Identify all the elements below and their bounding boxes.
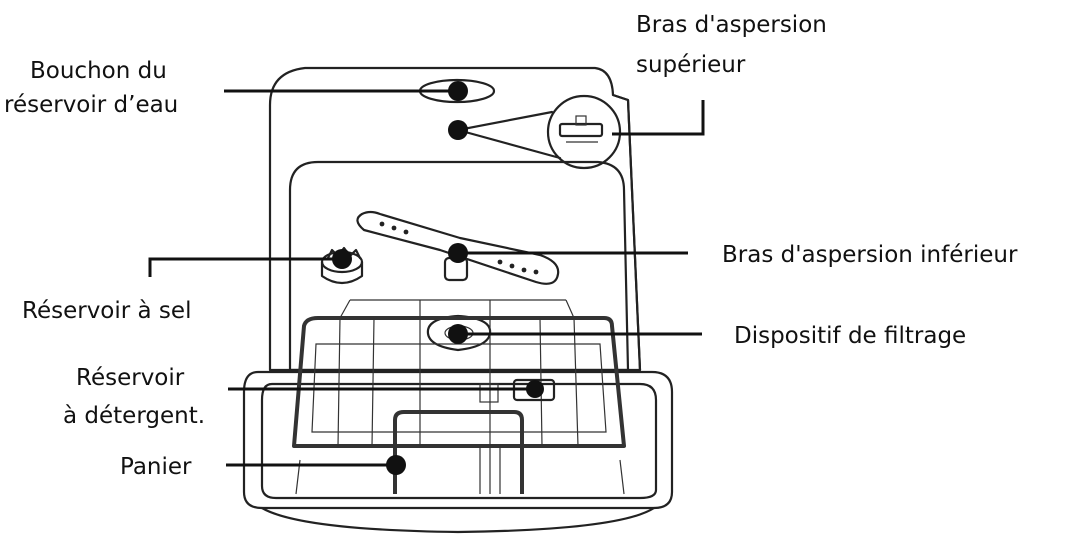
- callout-salt-reservoir: Réservoir à sel: [22, 249, 352, 324]
- label-basket: Panier: [120, 454, 192, 480]
- leader-line-salt-reservoir: [148, 257, 342, 277]
- dishwasher-door-inner: [260, 382, 658, 500]
- marker-upper-spray-arm: [448, 120, 468, 140]
- marker-salt-reservoir: [332, 249, 352, 269]
- label-salt-reservoir: Réservoir à sel: [22, 298, 191, 324]
- lower-spray-arm-holes: [379, 221, 539, 275]
- dishwasher-door: [242, 370, 674, 510]
- leader-line-upper-spray-arm: [612, 100, 705, 136]
- upper-spray-arm-hub: [575, 115, 587, 126]
- label-water-tank-cap-line2: réservoir d’eau: [4, 92, 178, 118]
- dishwasher-illustration: [242, 66, 674, 534]
- label-lower-spray-arm: Bras d'aspersion inférieur: [722, 242, 1018, 268]
- upper-spray-arm-zoom-line-b: [456, 128, 562, 160]
- dishwasher-base-curve: [260, 506, 656, 534]
- label-upper-spray-arm-line1: Bras d'aspersion: [636, 12, 827, 38]
- basket-tines: [295, 299, 625, 495]
- marker-detergent-reservoir: [526, 380, 544, 398]
- basket-upper-rack: [292, 316, 626, 448]
- marker-basket: [386, 455, 406, 475]
- marker-filter: [448, 324, 468, 344]
- lower-spray-arm-shape: [356, 210, 560, 285]
- basket-inner-rack: [311, 343, 607, 433]
- detergent-slot: [479, 383, 499, 403]
- label-filter: Dispositif de filtrage: [734, 323, 966, 349]
- upper-spray-arm-zoom-line-a: [456, 110, 554, 132]
- label-upper-spray-arm-line2: supérieur: [636, 52, 746, 78]
- upper-spray-arm-zoom-circle: [546, 94, 622, 170]
- callout-detergent-reservoir: Réservoir à détergent.: [63, 365, 544, 429]
- upper-spray-arm-part: [558, 122, 604, 138]
- label-detergent-reservoir-line1: Réservoir: [76, 365, 185, 391]
- callout-filter: Dispositif de filtrage: [448, 323, 966, 349]
- basket-handle: [393, 410, 524, 494]
- label-water-tank-cap-line1: Bouchon du: [30, 58, 167, 84]
- callout-water-tank-cap: Bouchon du réservoir d’eau: [4, 58, 468, 118]
- label-detergent-reservoir-line2: à détergent.: [63, 403, 205, 429]
- dishwasher-side-panel: [611, 93, 642, 372]
- callout-lower-spray-arm: Bras d'aspersion inférieur: [448, 242, 1018, 268]
- dishwasher-inner-tub: [288, 160, 630, 372]
- marker-water-tank-cap: [448, 81, 468, 101]
- callout-basket: Panier: [120, 454, 406, 480]
- callout-upper-spray-arm: Bras d'aspersion supérieur: [448, 12, 827, 140]
- marker-lower-spray-arm: [448, 243, 468, 263]
